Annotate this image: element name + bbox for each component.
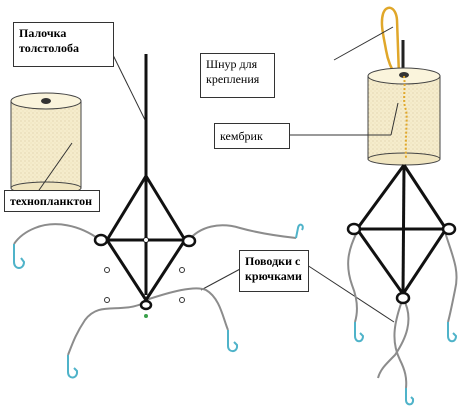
plankton-leader-line (36, 142, 73, 194)
left-hooks (13, 223, 304, 379)
anchor-dot-icon (144, 314, 148, 318)
hook-icon (405, 388, 415, 406)
hook-icon (227, 330, 239, 353)
left-leader-lines (13, 223, 297, 356)
leaders-label: Поводки с крючками (239, 250, 309, 292)
cord-label: Шнур для крепления (200, 53, 275, 98)
plankton-label: технопланктон (4, 190, 100, 212)
ring-icon (395, 291, 411, 305)
cambric-label: кембрик (214, 123, 290, 149)
right-rig-frame (346, 164, 457, 305)
hook-icon (67, 355, 79, 379)
cambric-tube (403, 75, 408, 159)
attachment-cord (380, 6, 405, 79)
plankton-cylinder (10, 92, 82, 195)
stick-label: Палочка толстолоба (13, 22, 114, 67)
hook-icon (295, 223, 304, 239)
leaders-line-left (200, 267, 243, 291)
cord-leader-line (333, 26, 394, 61)
left-rig-frame (93, 54, 197, 318)
hook-icon (447, 322, 458, 343)
hook-icon (13, 244, 26, 269)
right-cylinder (367, 67, 441, 166)
ring-icon (346, 222, 362, 236)
ring-icon (93, 233, 109, 247)
ring-icon (181, 234, 197, 248)
leaders-line-right (306, 264, 395, 323)
ring-icon (139, 299, 153, 311)
right-hooks (354, 322, 458, 406)
right-leader-lines (347, 231, 458, 389)
hook-icon (354, 322, 365, 343)
stick-leader-line (112, 54, 148, 125)
selection-handles (104, 267, 185, 303)
cylinder-hole-icon (41, 98, 51, 104)
ring-icon (441, 222, 457, 236)
